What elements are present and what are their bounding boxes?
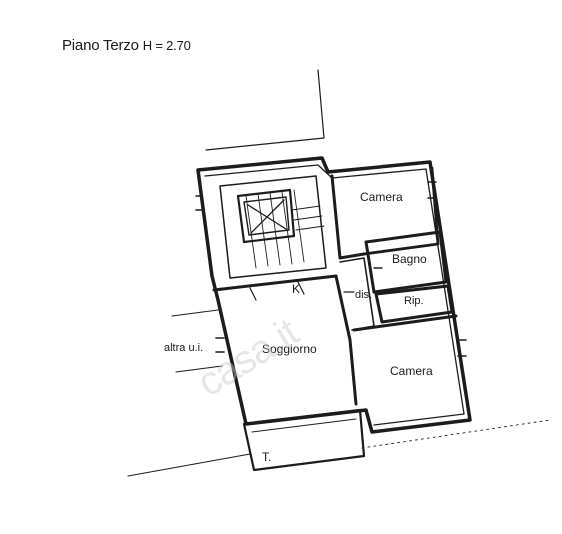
stair-rail bbox=[291, 205, 325, 231]
context-line-right bbox=[361, 419, 551, 449]
context-tick-left bbox=[171, 309, 223, 373]
room-label-soggiorno: Soggiorno bbox=[262, 342, 317, 356]
outer-wall-inner bbox=[204, 164, 465, 426]
lift-cross bbox=[247, 199, 287, 234]
room-label-kitchen: K bbox=[292, 282, 301, 296]
wall-bagno bbox=[364, 230, 448, 294]
plan-title: Piano Terzo H = 2.70 bbox=[62, 37, 191, 54]
lift-inner bbox=[243, 196, 290, 236]
room-label-camera-bottom: Camera bbox=[390, 364, 433, 378]
outer-wall bbox=[196, 156, 472, 434]
wall-camera-top-right bbox=[362, 166, 440, 256]
context-wall-top bbox=[205, 69, 325, 151]
lift-outer bbox=[236, 188, 296, 244]
wall-rip bbox=[374, 284, 454, 324]
wall-camera-bottom bbox=[352, 314, 458, 332]
plan-title-height: H = 2.70 bbox=[142, 38, 191, 53]
room-label-bagno: Bagno bbox=[392, 252, 427, 266]
wall-kitchen bbox=[212, 274, 338, 292]
wall-camera-top bbox=[330, 174, 366, 260]
room-label-rip: Rip. bbox=[404, 295, 424, 307]
room-label-terrace: T. bbox=[262, 450, 272, 464]
plan-title-main: Piano Terzo bbox=[62, 37, 139, 54]
wall-kitchen-door bbox=[249, 281, 305, 301]
context-line-bottom bbox=[127, 453, 251, 477]
window-marks bbox=[195, 181, 467, 357]
room-label-camera-top: Camera bbox=[360, 190, 403, 204]
room-label-dis: dis. bbox=[355, 289, 373, 301]
stair-core bbox=[219, 175, 327, 279]
terrace-inner bbox=[251, 418, 357, 433]
stair-treads bbox=[245, 189, 305, 269]
wall-soggiorno-right bbox=[334, 274, 358, 406]
terrace-outline bbox=[242, 408, 366, 472]
label-other-unit: altra u.i. bbox=[164, 342, 204, 354]
